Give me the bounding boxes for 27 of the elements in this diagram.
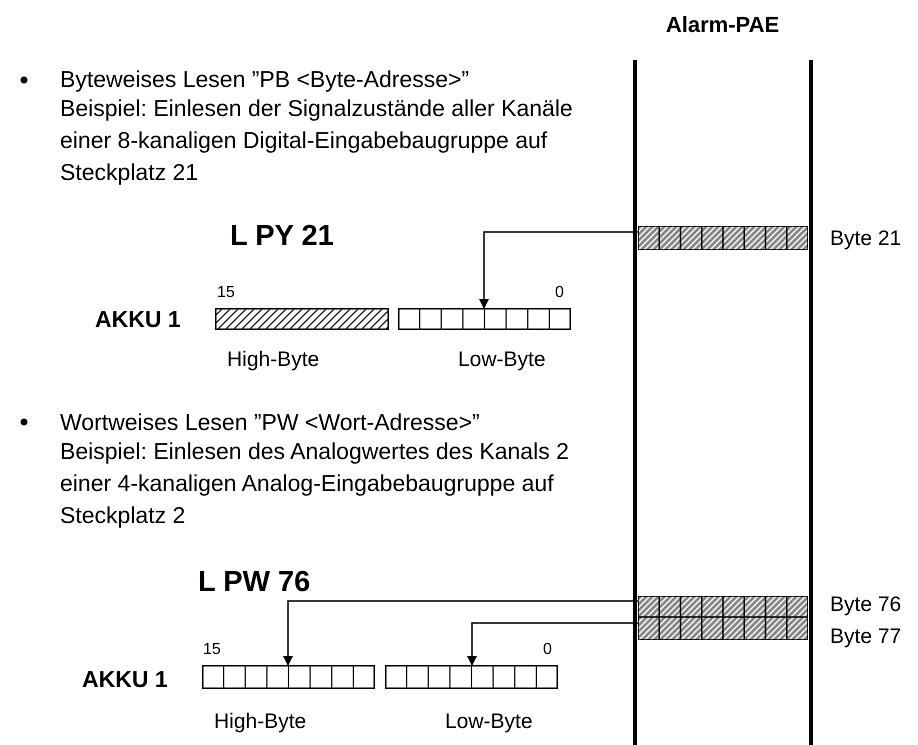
byte-label: Byte 76 — [830, 594, 902, 615]
byte-half-label: Low-Byte — [458, 349, 546, 370]
byte-cell — [638, 596, 808, 617]
column-heading: Alarm-PAE — [664, 14, 780, 36]
bit-number: 15 — [203, 642, 221, 658]
instruction-text: L PW 76 — [198, 568, 310, 597]
register-byte — [215, 308, 389, 330]
bullet-heading: Byteweises Lesen ”PB <Byte-Adresse>” — [60, 68, 470, 91]
register-byte — [202, 665, 375, 689]
byte-half-label: High-Byte — [214, 711, 306, 732]
register-byte — [385, 665, 558, 689]
byte-cell — [638, 226, 808, 250]
byte-half-label: Low-Byte — [445, 711, 533, 732]
register-label: AKKU 1 — [95, 308, 181, 331]
bit-number: 15 — [217, 285, 235, 301]
bit-number: 0 — [543, 642, 552, 658]
byte-half-label: High-Byte — [227, 349, 320, 370]
bullet-heading: Wortweises Lesen ”PW <Wort-Adresse>” — [60, 411, 480, 434]
example-text: Beispiel: Einlesen des Analogwertes des Kanals 2 einer 4-kanaligen Analog-Eingabebaugruppe auf Steckplatz 2 — [60, 437, 570, 530]
byte-cell — [638, 617, 808, 640]
example-text: Beispiel: Einlesen der Signalzustände aller Kanäle einer 8-kanaligen Digital-Eingabebaugruppe auf Steckplatz 21 — [60, 94, 574, 187]
register-byte — [398, 308, 571, 330]
register-label: AKKU 1 — [82, 668, 168, 691]
byte-label: Byte 21 — [830, 228, 902, 249]
bit-number: 0 — [555, 285, 564, 301]
instruction-text: L PY 21 — [230, 222, 334, 251]
byte-label: Byte 77 — [830, 626, 902, 647]
